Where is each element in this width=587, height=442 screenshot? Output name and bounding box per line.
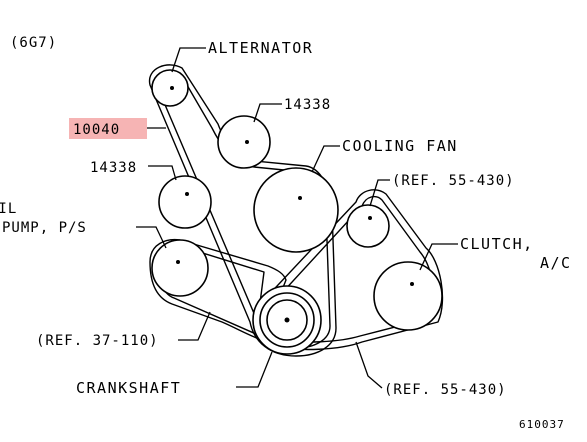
label-ref-crank: (REF. 55-430) [384,382,507,398]
pump-ref-leader [178,311,211,341]
label-ref-tensioner: (REF. 55-430) [392,173,515,189]
crank-hub-dot [284,317,290,323]
pump-hub-dot [176,260,180,264]
tensioner-ref-leader [369,179,390,207]
cooling-fan-pulley [253,167,339,253]
figure-number: 610037 [519,418,565,431]
belt-part-highlight [69,118,147,139]
idler-upper-leader [253,103,282,123]
engine-code: (6G7) [10,35,57,51]
pump-leader [136,226,167,249]
label-cooling-fan: COOLING FAN [342,137,458,155]
label-oil-pump-line2: PUMP, P/S [2,220,87,236]
idler-pulley-upper [217,115,271,169]
label-oil-pump-line1: OIL [0,201,17,217]
tensioner-hub-dot [368,216,372,220]
crankshaft-leader [236,351,273,388]
leader-lines [136,47,458,389]
label-belt-part: 10040 [73,122,120,138]
alternator-leader [171,47,206,73]
fan-hub-dot [298,196,302,200]
label-clutch-line1: CLUTCH, [460,235,534,253]
clutch-pulley [373,261,443,331]
label-crankshaft: CRANKSHAFT [76,379,181,397]
idler-lower-hub-dot [185,192,189,196]
tensioner-pulley [346,204,390,248]
idler-lower-leader [148,165,177,181]
idler-pulley-lower [158,175,212,229]
clutch-leader [419,243,458,271]
label-idler-lower: 14338 [90,160,137,176]
power-steering-pulley [151,239,209,297]
hub-dots [170,86,414,323]
idler-upper-hub-dot [245,140,249,144]
label-idler-upper: 14338 [284,97,331,113]
crank-ref-leader [355,341,383,389]
clutch-hub-dot [410,282,414,286]
cooling-fan-leader [311,145,340,173]
alternator-hub-dot [170,86,174,90]
label-clutch-line2: A/C [540,254,572,272]
label-ref-pump: (REF. 37-110) [36,333,159,349]
label-alternator: ALTERNATOR [208,39,313,57]
